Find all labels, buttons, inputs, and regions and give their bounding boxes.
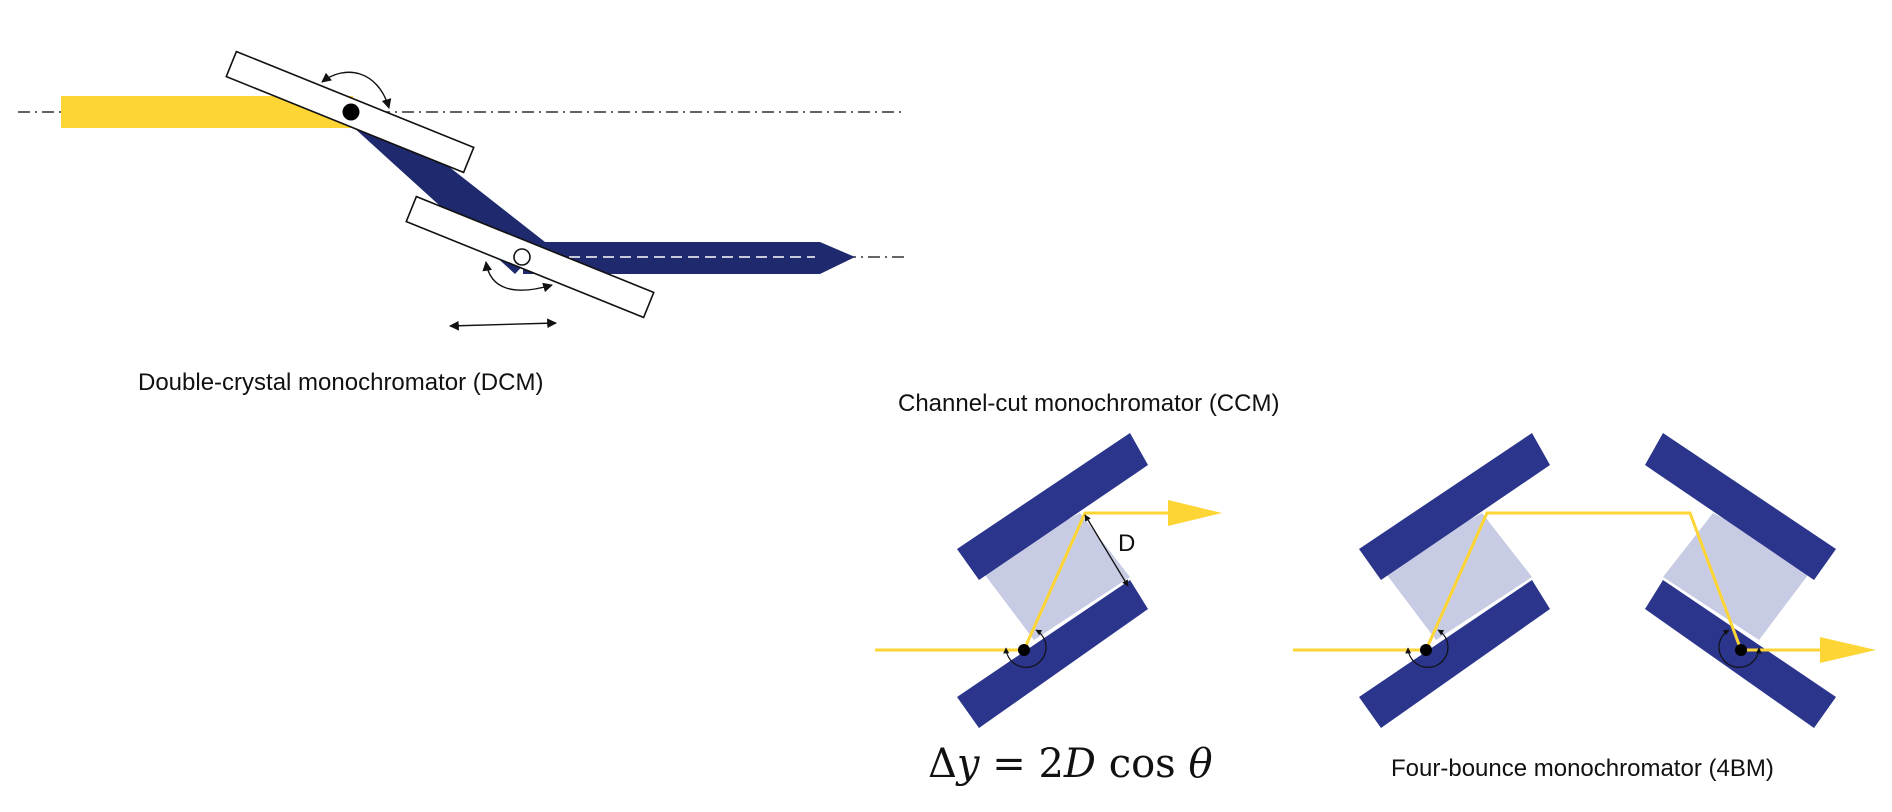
ccm-lower-crystal xyxy=(957,580,1148,728)
dcm-caption: Double-crystal monochromator (DCM) xyxy=(138,369,543,396)
ccm-gap-label: D xyxy=(1118,530,1135,557)
dcm-first-rotation-arrow xyxy=(321,71,392,109)
ccm-pivot xyxy=(1018,644,1030,656)
dcm-second-pivot xyxy=(513,248,531,266)
dcm-second-rotation-arrow xyxy=(482,261,553,293)
fbm-right-rotation-arc xyxy=(1718,629,1762,668)
ccm-exit-arrowhead xyxy=(1168,500,1222,526)
formula-D: D xyxy=(1063,741,1096,787)
ccm-upper-crystal xyxy=(957,433,1148,580)
dcm-translation-arrow xyxy=(449,318,557,331)
fbm-right-upper-crystal xyxy=(1645,433,1836,580)
fbm-left-rotation-arc xyxy=(1405,629,1449,668)
fbm-caption: Four-bounce monochromator (4BM) xyxy=(1391,755,1774,782)
ccm-offset-formula: Δy = 2D cos θ xyxy=(928,741,1213,787)
fbm-left-lower-crystal xyxy=(1359,580,1550,728)
fbm-right-pivot xyxy=(1735,644,1747,656)
fbm-left-upper-crystal xyxy=(1359,433,1550,580)
fbm-left-pivot xyxy=(1420,644,1432,656)
formula-y: y xyxy=(955,741,981,787)
formula-cos: cos xyxy=(1096,741,1188,787)
ccm-reflected-beam xyxy=(1022,511,1168,651)
dcm-exit-beam xyxy=(523,242,855,274)
ccm-gap-dimension xyxy=(1084,514,1129,587)
fbm-left-channel-region xyxy=(1381,513,1532,640)
ccm-diagram: Channel-cut monochromator (CCM) D Δy = 2… xyxy=(875,390,1279,787)
fbm-diagram: Four-bounce monochromator (4BM) xyxy=(1293,433,1876,782)
ccm-caption: Channel-cut monochromator (CCM) xyxy=(898,390,1279,417)
formula-theta: θ xyxy=(1188,741,1212,787)
ccm-rotation-arc xyxy=(1003,629,1047,668)
formula-delta: Δ xyxy=(928,741,957,787)
dcm-first-pivot xyxy=(342,103,360,121)
fbm-beam-path xyxy=(1424,511,1822,652)
formula-equals: = 2 xyxy=(980,741,1064,787)
fbm-exit-arrowhead xyxy=(1820,637,1876,663)
dcm-diagram: Double-crystal monochromator (DCM) xyxy=(18,50,905,396)
